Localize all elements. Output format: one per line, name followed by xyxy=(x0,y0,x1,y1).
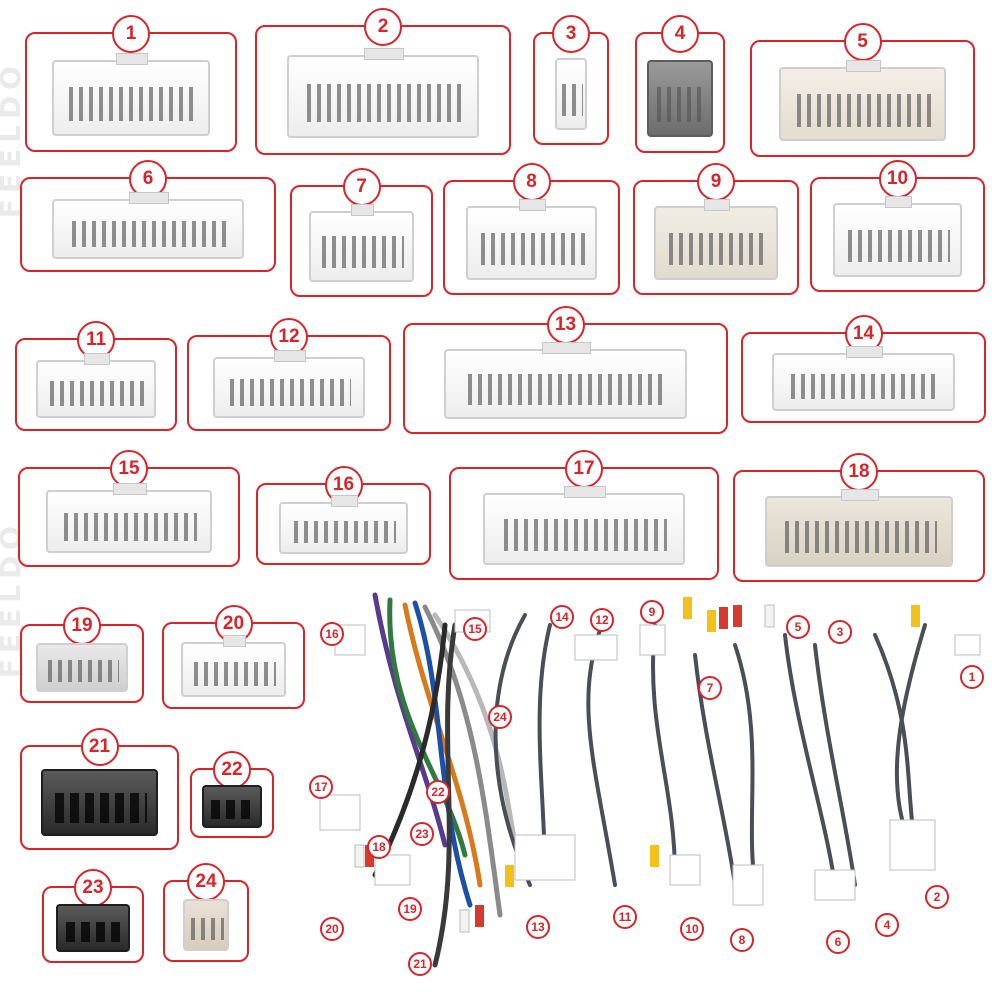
connector-number-badge: 10 xyxy=(878,160,917,198)
connector-tile-4: 4 xyxy=(635,15,725,153)
connector-tile-3: 3 xyxy=(533,15,609,145)
connector-image xyxy=(46,483,212,554)
connector-number-badge: 22 xyxy=(213,751,251,789)
connector-tile-18: 18 xyxy=(733,453,985,582)
connector-number-badge: 7 xyxy=(342,168,381,206)
connector-image xyxy=(287,47,479,138)
connector-image xyxy=(764,488,954,568)
connector-number-badge: 8 xyxy=(512,163,551,201)
connector-number-badge: 23 xyxy=(74,869,112,907)
connector-tile-8: 8 xyxy=(443,163,620,295)
harness-label-21: 21 xyxy=(408,952,432,976)
harness-label-23: 23 xyxy=(410,822,434,846)
harness-label-12: 12 xyxy=(590,608,614,632)
connector-tile-1: 1 xyxy=(25,15,237,152)
connector-tile-19: 19 xyxy=(20,607,144,703)
connector-number-badge: 4 xyxy=(661,15,699,53)
connector-tile-21: 21 xyxy=(20,728,179,850)
harness-label-18: 18 xyxy=(367,835,391,859)
harness-label-20: 20 xyxy=(320,917,344,941)
connector-tile-11: 11 xyxy=(15,321,177,431)
connector-number-badge: 2 xyxy=(364,8,402,46)
harness-label-9: 9 xyxy=(640,600,664,624)
connector-image xyxy=(36,642,128,692)
harness-label-22: 22 xyxy=(426,780,450,804)
connector-image xyxy=(35,352,157,419)
harness-label-13: 13 xyxy=(526,915,550,939)
connector-image xyxy=(201,784,263,829)
connector-number-badge: 12 xyxy=(270,318,308,356)
connector-image xyxy=(308,203,415,283)
connector-image xyxy=(647,59,713,137)
connector-number-badge: 9 xyxy=(697,163,735,201)
connector-tile-23: 23 xyxy=(42,869,144,963)
connector-tile-22: 22 xyxy=(190,751,274,838)
harness-label-7: 7 xyxy=(698,676,722,700)
connector-image xyxy=(278,495,409,554)
harness-label-10: 10 xyxy=(680,917,704,941)
harness-label-5: 5 xyxy=(786,615,810,639)
connector-image xyxy=(654,199,778,280)
connector-image xyxy=(555,57,587,130)
connector-image xyxy=(180,635,287,698)
connector-number-badge: 6 xyxy=(129,160,167,198)
connector-tile-9: 9 xyxy=(633,163,799,295)
harness-label-3: 3 xyxy=(828,620,852,644)
harness-label-24: 24 xyxy=(488,705,512,729)
connector-image xyxy=(771,346,956,411)
connector-tile-5: 5 xyxy=(750,23,975,157)
harness-label-1: 1 xyxy=(960,665,984,689)
connector-tile-20: 20 xyxy=(162,605,305,709)
connector-number-badge: 5 xyxy=(843,23,882,61)
connector-image xyxy=(443,341,688,420)
harness-label-4: 4 xyxy=(875,913,899,937)
connector-image xyxy=(832,196,963,277)
harness-label-6: 6 xyxy=(826,930,850,954)
connector-image xyxy=(183,899,229,951)
connector-image xyxy=(482,485,686,565)
connector-number-badge: 13 xyxy=(546,306,585,344)
connector-number-badge: 21 xyxy=(80,728,119,766)
connector-number-badge: 19 xyxy=(63,607,101,645)
harness-label-2: 2 xyxy=(925,885,949,909)
connector-image xyxy=(51,52,211,137)
connector-tile-12: 12 xyxy=(187,318,391,431)
wiring-harness-photo xyxy=(319,592,981,968)
harness-label-16: 16 xyxy=(320,622,344,646)
connector-image xyxy=(52,192,244,260)
connector-tile-6: 6 xyxy=(20,160,276,272)
connector-tile-14: 14 xyxy=(741,315,986,423)
connector-number-badge: 3 xyxy=(552,15,590,53)
connector-tile-16: 16 xyxy=(256,466,431,565)
connector-tile-2: 2 xyxy=(255,8,511,155)
connector-tile-24: 24 xyxy=(163,863,249,962)
harness-label-17: 17 xyxy=(309,775,333,799)
connector-image xyxy=(778,59,947,142)
connector-image xyxy=(40,769,159,836)
connector-tile-7: 7 xyxy=(290,168,433,297)
connector-number-badge: 18 xyxy=(840,453,878,491)
harness-label-14: 14 xyxy=(550,605,574,629)
connector-number-badge: 17 xyxy=(565,450,603,488)
connector-number-badge: 24 xyxy=(187,863,225,901)
connector-tile-17: 17 xyxy=(449,450,719,580)
harness-label-15: 15 xyxy=(463,617,487,641)
connector-image xyxy=(213,350,365,418)
harness-label-19: 19 xyxy=(398,897,422,921)
connector-tile-10: 10 xyxy=(810,160,985,292)
connector-number-badge: 1 xyxy=(112,15,150,53)
connector-image xyxy=(465,199,598,280)
connector-tile-13: 13 xyxy=(403,306,728,434)
harness-label-11: 11 xyxy=(613,905,637,929)
connector-image xyxy=(55,904,131,953)
connector-tile-15: 15 xyxy=(18,450,240,567)
harness-label-8: 8 xyxy=(730,928,754,952)
